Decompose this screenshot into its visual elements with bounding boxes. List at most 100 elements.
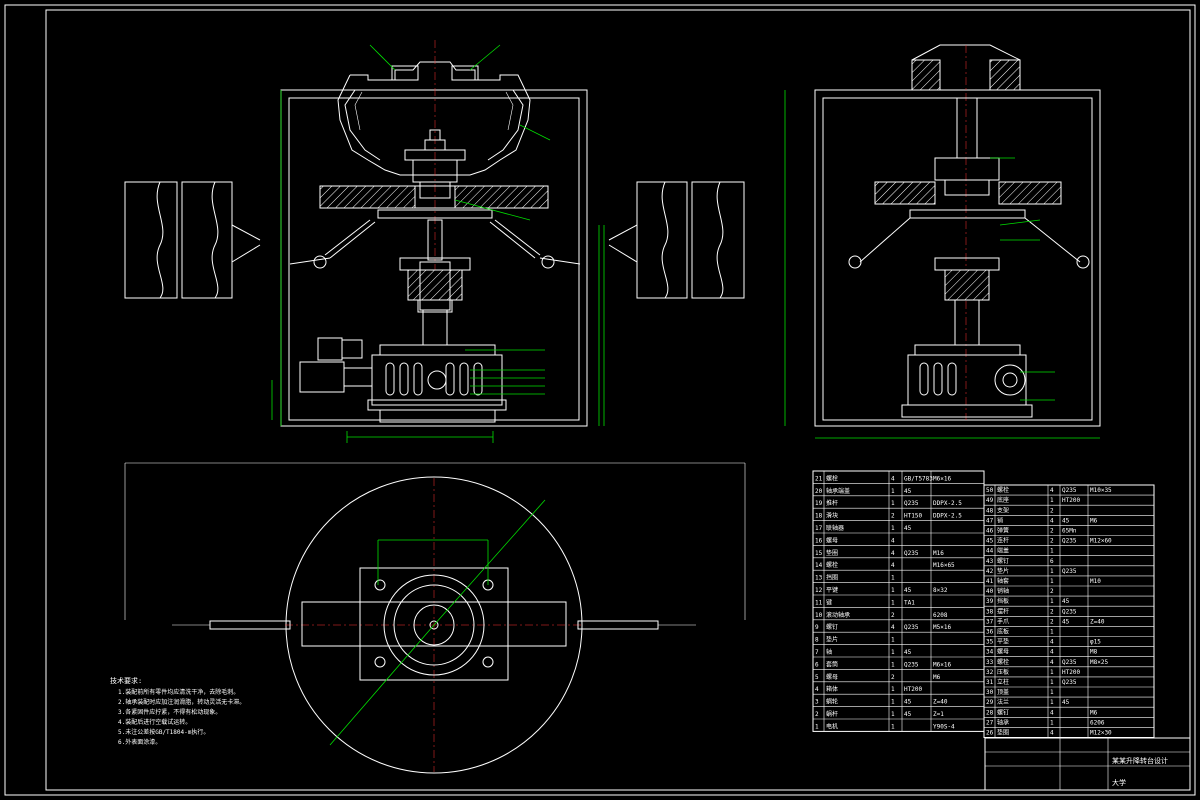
bom-cell-no: 43 (986, 558, 994, 565)
bom-cell-qty: 6 (1050, 558, 1054, 565)
bom-cell-name: 螺母 (997, 648, 1009, 656)
bom-cell-no: 47 (986, 517, 994, 524)
bom-cell-note: DDPX-2.5 (933, 500, 962, 507)
bom-cell-no: 16 (815, 537, 823, 544)
bom-cell-material: HT200 (904, 686, 922, 693)
bom-cell-qty: 4 (1050, 487, 1054, 494)
bom-cell-qty: 1 (891, 500, 895, 507)
front-view (124, 40, 745, 443)
bom-cell-name: 滚动轴承 (826, 611, 850, 619)
bom-cell-no: 32 (986, 669, 994, 676)
bom-cell-no: 4 (815, 686, 819, 693)
bom-cell-no: 2 (815, 711, 819, 718)
bom-cell-qty: 1 (1050, 669, 1054, 676)
title-block-subtitle: 大学 (1112, 778, 1126, 787)
bom-cell-no: 29 (986, 699, 994, 706)
bom-cell-no: 17 (815, 525, 823, 532)
tech-note-line: 6.外表面涂漆。 (118, 738, 161, 746)
bom-cell-name: 底板 (997, 628, 1009, 636)
bom-cell-name: 挡圈 (826, 574, 838, 582)
bom-cell-material: Q235 (904, 661, 919, 668)
bom-cell-name: 联轴器 (826, 524, 844, 532)
bom-cell-name: 立柱 (997, 678, 1009, 686)
bom-cell-note: 8×32 (933, 587, 948, 594)
bom-cell-qty: 4 (1050, 659, 1054, 666)
bom-cell-material: Q235 (1062, 487, 1077, 494)
bom-cell-no: 8 (815, 637, 819, 644)
bom-cell-name: 摆杆 (997, 607, 1009, 615)
tech-note-line: 5.未注公差按GB/T1804-m执行。 (118, 728, 209, 736)
bom-cell-material: Q235 (1062, 679, 1077, 686)
bom-cell-qty: 4 (891, 475, 895, 482)
bom-cell-no: 44 (986, 548, 994, 555)
bom-cell-qty: 4 (891, 537, 895, 544)
bom-cell-qty: 1 (1050, 699, 1054, 706)
bom-cell-material: 45 (904, 711, 912, 718)
bom-cell-qty: 1 (891, 587, 895, 594)
bom-cell-material: Q235 (904, 624, 919, 631)
bom-cell-note: M8×25 (1090, 659, 1108, 666)
bom-cell-name: 底座 (997, 496, 1009, 504)
bom-cell-name: 销 (997, 516, 1003, 524)
bom-cell-note: M16×65 (933, 562, 955, 569)
tech-note-line: 1.装配前所有零件均应清洗干净，去除毛刺。 (118, 688, 239, 696)
bom-cell-note: Y90S-4 (933, 723, 955, 730)
bom-cell-qty: 1 (891, 699, 895, 706)
tech-note-line: 2.轴承装配时应加注润滑脂，转动灵活无卡滞。 (118, 698, 245, 706)
bom-cell-no: 41 (986, 578, 994, 585)
bom-cell-qty: 1 (891, 661, 895, 668)
bom-cell-qty: 4 (1050, 649, 1054, 656)
bom-cell-no: 33 (986, 659, 994, 666)
bom-cell-qty: 1 (1050, 598, 1054, 605)
bom-cell-name: 手爪 (997, 617, 1009, 625)
bom-cell-material: 45 (904, 699, 912, 706)
bom-cell-note: M6×16 (933, 661, 951, 668)
bom-cell-no: 15 (815, 550, 823, 557)
title-block: 某某升降转台设计 大学 (984, 737, 1191, 791)
bom-cell-qty: 1 (1050, 719, 1054, 726)
title-block-title: 某某升降转台设计 (1112, 756, 1168, 765)
bom-cell-qty: 2 (891, 674, 895, 681)
bom-cell-no: 9 (815, 624, 819, 631)
bom-cell-qty: 1 (891, 649, 895, 656)
bom-cell-qty: 1 (1050, 497, 1054, 504)
bom-cell-material: 65Mn (1062, 528, 1077, 535)
bom-cell-qty: 1 (1050, 679, 1054, 686)
bom-cell-note: M10×35 (1090, 487, 1112, 494)
bom-cell-qty: 1 (891, 488, 895, 495)
tech-note-line: 4.装配后进行空载试运转。 (118, 718, 191, 726)
bom-cell-no: 3 (815, 699, 819, 706)
bom-cell-no: 48 (986, 507, 994, 514)
bom-cell-material: TA1 (904, 599, 915, 606)
bom-cell-no: 1 (815, 723, 819, 730)
bom-cell-name: 支架 (997, 506, 1009, 514)
bom-cell-qty: 1 (891, 525, 895, 532)
bom-cell-no: 27 (986, 719, 994, 726)
bom-cell-qty: 2 (1050, 608, 1054, 615)
bom-cell-note: M6 (1090, 709, 1098, 716)
bom-cell-no: 49 (986, 497, 994, 504)
bom-cell-qty: 1 (891, 686, 895, 693)
bom-cell-name: 挡板 (997, 597, 1009, 605)
bom-cell-material: 45 (904, 587, 912, 594)
bom-cell-no: 21 (815, 475, 823, 482)
bom-cell-no: 7 (815, 649, 819, 656)
bom-cell-note: M12×30 (1090, 730, 1112, 737)
bom-cell-qty: 1 (891, 711, 895, 718)
bom-cell-material: 45 (1062, 699, 1070, 706)
bom-cell-qty: 2 (1050, 507, 1054, 514)
bom-cell-name: 压板 (997, 668, 1009, 676)
bom-cell-note: M6×16 (933, 475, 951, 482)
bom-cell-material: Q235 (1062, 659, 1077, 666)
bom-cell-name: 螺钉 (997, 557, 1009, 565)
bom-cell-no: 45 (986, 538, 994, 545)
bom-cell-no: 19 (815, 500, 823, 507)
top-view (124, 462, 746, 774)
bom-cell-name: 蜗杆 (826, 710, 838, 718)
bom-cell-note: Z=1 (933, 711, 944, 718)
bom-cell-name: 法兰 (997, 698, 1009, 706)
bom-cell-name: 垫片 (826, 636, 838, 644)
bom-cell-no: 12 (815, 587, 823, 594)
